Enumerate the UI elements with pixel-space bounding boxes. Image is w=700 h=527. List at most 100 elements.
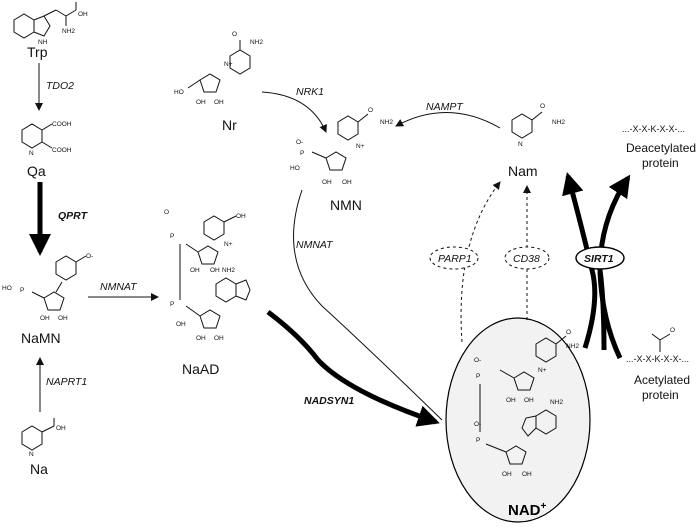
acetylated-sequence: ...-X-X-K-X-X-... (626, 354, 689, 364)
sirt1-ellipse (575, 246, 625, 270)
atom-nh2-nam: NH2 (552, 119, 565, 126)
label-na: Na (30, 461, 48, 477)
atom-n-plus-naad: N+ (224, 241, 233, 248)
atom-o-nad: O (566, 329, 571, 336)
label-nam: Nam (508, 163, 538, 179)
arrow-sirt1-nam (562, 172, 598, 349)
atom-o-acetyl: O (670, 327, 675, 334)
atom-p-namn: P (20, 287, 24, 294)
deacetylated-sequence: ...-X-X-K-X-X-... (622, 124, 685, 134)
nad-ellipse (445, 317, 591, 523)
atom-p-nad-2: P (476, 437, 480, 444)
atom-p-nmn: P (300, 150, 304, 157)
atom-o-nam: O (540, 103, 545, 110)
atom-oh-naad-1: OH (190, 267, 200, 274)
acetylated-label-1: Acetylated (634, 373, 690, 387)
atom-p-nad-1: P (476, 373, 480, 380)
nr-structure: O NH2 N+ HO OH OH (174, 31, 263, 106)
atom-oh-naad-5: OH (214, 335, 224, 342)
atom-ho-nr: HO (174, 89, 184, 96)
label-namn: NaMN (21, 330, 61, 346)
atom-oh-na: OH (56, 425, 66, 432)
atom-o-nmn: O (368, 107, 373, 114)
enzyme-nadsyn1: NADSYN1 (304, 395, 354, 407)
atom-oh-naad-top: OH (236, 213, 246, 220)
atom-oh-naad-4: OH (196, 335, 206, 342)
nad-structure: O NH2 N+ O- P P O- OH OH NH2 OH OH (474, 329, 579, 478)
namn-structure: O- HO P OH OH (2, 253, 93, 322)
enzyme-qprt: QPRT (58, 210, 89, 222)
atom-oh-namn-1: OH (40, 315, 50, 322)
atom-oh-naad-3: OH (176, 321, 186, 328)
atom-nh2-nad-top: NH2 (566, 343, 579, 350)
deacetylated-label-1: Deacetylated (626, 141, 696, 155)
atom-o-minus-nad-2: O- (474, 421, 481, 428)
naad-structure: OH N+ O P P OH OH NH2 OH OH OH (164, 209, 251, 342)
label-nad: NAD+ (508, 501, 547, 519)
atom-oh-nad-4: OH (522, 471, 532, 478)
atom-ho-namn: HO (2, 285, 12, 292)
acetyl-group: O (651, 327, 675, 352)
atom-nh2: NH2 (62, 28, 75, 35)
atom-o-nr: O (232, 31, 237, 38)
atom-n-plus-nad: N+ (538, 367, 547, 374)
atom-oh-nr-2: OH (214, 99, 224, 106)
nam-structure: O NH2 N (511, 103, 565, 148)
label-naad: NaAD (182, 361, 219, 377)
label-nr: Nr (222, 117, 237, 133)
atom-n-plus-nr: N+ (224, 61, 233, 68)
atom-nh2-nmn: NH2 (380, 119, 393, 126)
atom-o-minus-namn: O- (86, 253, 93, 260)
arrow-sirt1-deacetylated (597, 174, 631, 351)
enzyme-tdo2: TDO2 (46, 80, 74, 92)
atom-o-minus-nad-1: O- (474, 357, 481, 364)
enzyme-cd38: CD38 (513, 253, 540, 265)
arrow-nam-nmn (395, 112, 501, 129)
atom-oh-nr-1: OH (196, 99, 206, 106)
atom-n-qa: N (29, 150, 34, 157)
label-nmn: NMN (330, 197, 362, 213)
label-qa: Qa (27, 163, 46, 179)
atom-n-nam: N (518, 141, 523, 148)
atom-oh-naad-2: OH (210, 267, 220, 274)
atom-oh-nad-2: OH (524, 397, 534, 404)
atom-n-na: N (29, 451, 34, 458)
enzyme-sirt1: SIRT1 (584, 253, 614, 265)
atom-o-minus-nmn: O- (296, 139, 303, 146)
atom-oh-nad-3: OH (502, 471, 512, 478)
qa-structure: COOH COOH N (21, 121, 72, 157)
atom-nh2-nr: NH2 (250, 39, 263, 46)
label-trp: Trp (27, 44, 48, 60)
atom-o-naad-1: O (164, 209, 169, 216)
na-structure: OH N (21, 418, 66, 458)
atom-oh-nmn-1: OH (322, 179, 332, 186)
atom-p-naad-2: P (170, 301, 174, 308)
enzyme-parp1: PARP1 (438, 253, 472, 265)
atom-oh: OH (78, 11, 88, 18)
atom-nh2-naad: NH2 (222, 267, 235, 274)
nmn-structure: O NH2 N+ P O- HO OH OH (290, 107, 393, 186)
arrow-acetylated-sirt1 (597, 271, 623, 360)
atom-oh-nad-1: OH (506, 397, 516, 404)
enzyme-nmnat-mid: NMNAT (296, 239, 334, 251)
atom-oh-nmn-2: OH (342, 179, 352, 186)
acetylated-label-2: protein (642, 388, 679, 402)
parp1-ellipse (429, 246, 479, 270)
enzyme-nrk1: NRK1 (296, 86, 324, 98)
atom-ho-nmn: HO (290, 165, 300, 172)
atom-oh-namn-2: OH (58, 315, 68, 322)
arrow-naad-nad (266, 310, 440, 427)
enzyme-nampt: NAMPT (426, 101, 464, 113)
cd38-ellipse (504, 246, 550, 270)
enzyme-nmnat-left: NMNAT (100, 281, 138, 293)
arrow-nr-nmn (261, 91, 327, 133)
trp-structure: NH OH NH2 (13, 2, 88, 46)
arrow-nmn-nad (293, 189, 443, 421)
enzyme-naprt1: NAPRT1 (46, 376, 87, 388)
atom-p-naad-1: P (170, 233, 174, 240)
atom-cooh-1: COOH (52, 121, 72, 128)
atom-nh: NH (38, 39, 48, 46)
deacetylated-label-2: protein (642, 156, 679, 170)
